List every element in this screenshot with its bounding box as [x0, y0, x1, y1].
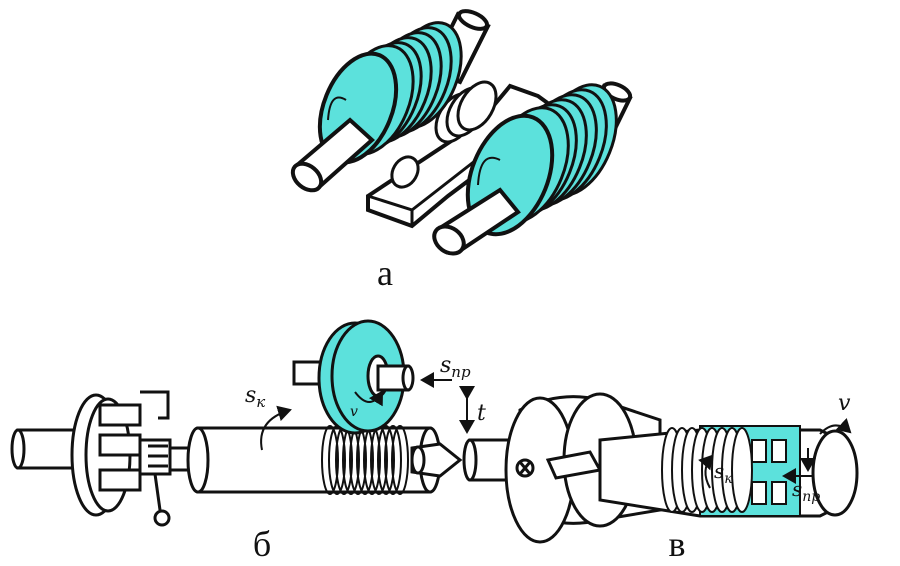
arrow-s-circ-v — [698, 454, 714, 489]
bar-stub — [462, 438, 516, 482]
caption-a: а — [377, 253, 393, 293]
right-roller-front-shaft — [432, 187, 521, 256]
label-depth-t: t — [477, 401, 486, 426]
die-cage — [751, 439, 787, 505]
panel-a: а — [290, 9, 633, 293]
left-roller-front-shaft — [290, 117, 375, 193]
label-s-circ-b: sк — [245, 383, 265, 411]
label-s-circ-v: sк — [714, 459, 733, 487]
panel-v: v sк sпр в — [462, 391, 859, 564]
label-s-long-b: sпр — [440, 353, 471, 381]
label-v-b: v — [350, 404, 358, 420]
left-roller — [317, 21, 463, 165]
arrow-v-rotation — [819, 417, 852, 435]
caption-v: в — [669, 524, 686, 564]
die-roller-grooves — [661, 427, 753, 513]
right-roller — [465, 83, 618, 237]
rolling-roller — [292, 319, 415, 435]
tailstock-center — [410, 442, 463, 478]
lathe-dog — [138, 438, 172, 527]
caption-b: б — [253, 524, 271, 564]
workpiece-thread-front — [390, 155, 420, 189]
label-s-long-v: sпр — [792, 477, 820, 505]
lathe-chuck — [10, 390, 170, 517]
panel-b: sк v sпр t б — [10, 319, 486, 564]
label-v-v: v — [838, 391, 851, 416]
rotation-arrow-s-circ — [260, 405, 292, 451]
